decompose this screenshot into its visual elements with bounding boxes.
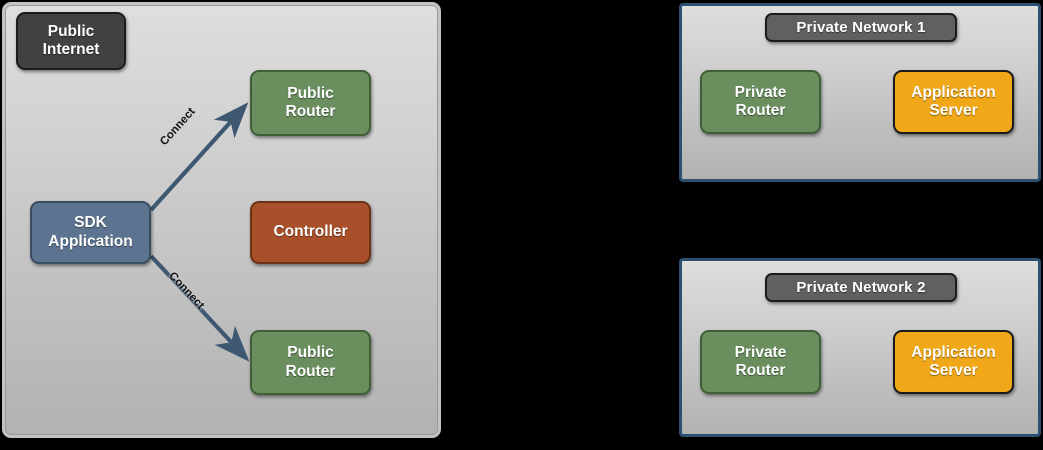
node-public-router-top-line1: Public	[287, 84, 334, 102]
node-application-server-1[interactable]: Application Server	[893, 70, 1014, 134]
node-application-server-2[interactable]: Application Server	[893, 330, 1014, 394]
node-public-router-bottom[interactable]: Public Router	[250, 330, 371, 395]
node-private-router-2-line2: Router	[735, 362, 786, 379]
node-application-server-1-line1: Application	[911, 83, 996, 101]
node-application-server-2-line1: Application	[911, 343, 996, 361]
node-public-router-bottom-line1: Public	[287, 344, 334, 362]
node-public-router-top[interactable]: Public Router	[250, 70, 371, 136]
private-network-1-title: Private Network 1	[765, 13, 957, 42]
node-application-server-1-line2: Server	[929, 102, 978, 119]
node-sdk-application-line1: SDK	[74, 214, 107, 232]
node-private-router-1[interactable]: Private Router	[700, 70, 821, 134]
node-sdk-application-line2: Application	[48, 232, 133, 250]
node-controller-label: Controller	[273, 223, 348, 241]
public-internet-badge: Public Internet	[16, 12, 126, 70]
node-controller[interactable]: Controller	[250, 201, 371, 264]
node-private-router-1-line2: Router	[735, 102, 786, 119]
public-internet-badge-line2: Internet	[42, 41, 100, 58]
node-private-router-2-line1: Private	[734, 343, 787, 361]
node-public-router-top-line2: Router	[285, 103, 336, 120]
private-network-1-title-label: Private Network 1	[796, 18, 926, 36]
private-network-2-title-label: Private Network 2	[796, 278, 926, 296]
public-internet-badge-line1: Public	[47, 22, 95, 40]
private-network-2-title: Private Network 2	[765, 273, 957, 302]
node-public-router-bottom-line2: Router	[285, 362, 336, 380]
node-application-server-2-line2: Server	[929, 362, 978, 379]
node-private-router-1-line1: Private	[734, 83, 787, 101]
node-private-router-2[interactable]: Private Router	[700, 330, 821, 394]
node-sdk-application[interactable]: SDK Application	[30, 201, 151, 264]
